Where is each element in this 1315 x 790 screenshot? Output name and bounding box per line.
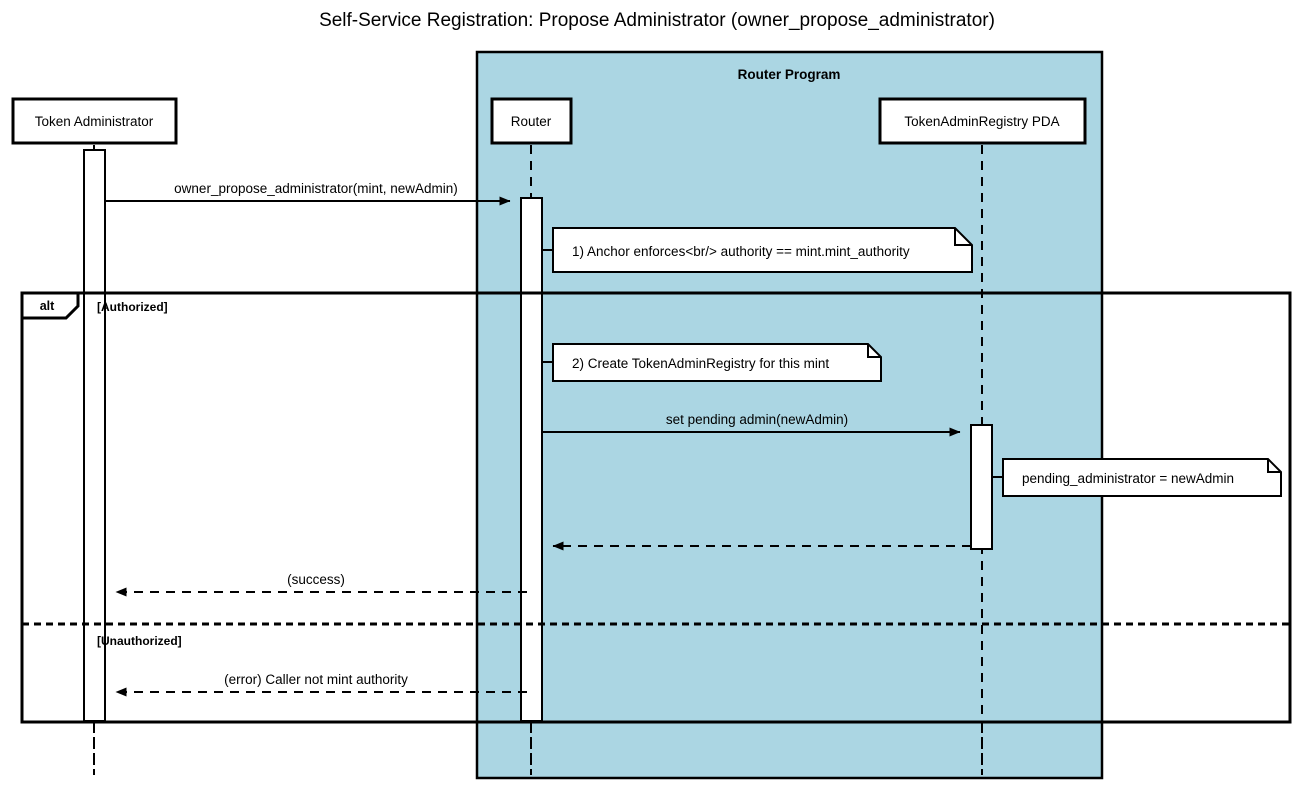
message-set-pending-admin-label: set pending admin(newAdmin) bbox=[666, 412, 848, 427]
message-error-return-label: (error) Caller not mint authority bbox=[224, 672, 408, 687]
fragment-alt-guard-authorized: [Authorized] bbox=[97, 300, 168, 314]
note-create-registry-box bbox=[552, 343, 882, 382]
fragment-alt: alt [Authorized] [Unauthorized] bbox=[20, 291, 1292, 724]
participant-token-admin-registry-pda[interactable]: TokenAdminRegistry PDA bbox=[878, 97, 1087, 145]
fragment-alt-kind-label: alt bbox=[40, 299, 55, 313]
fragment-alt-kind-tab bbox=[20, 291, 80, 320]
group-router-program-box bbox=[475, 50, 1104, 780]
note-create-registry-text: 2) Create TokenAdminRegistry for this mi… bbox=[572, 356, 829, 371]
participant-token-admin-registry-pda-box[interactable] bbox=[878, 97, 1087, 145]
fragment-alt-guard-unauthorized: [Unauthorized] bbox=[97, 634, 182, 648]
note-pending-administrator-box bbox=[1002, 458, 1282, 497]
participant-router-box[interactable] bbox=[490, 97, 573, 145]
group-router-program-label: Router Program bbox=[738, 67, 841, 82]
group-router-program: Router Program bbox=[475, 50, 1104, 780]
note-anchor-enforces-box bbox=[552, 227, 973, 273]
message-owner-propose-administrator-label: owner_propose_administrator(mint, newAdm… bbox=[174, 181, 458, 196]
note-create-registry: 2) Create TokenAdminRegistry for this mi… bbox=[542, 343, 882, 382]
participant-token-administrator-label: Token Administrator bbox=[35, 114, 154, 129]
message-success-return: (success) bbox=[115, 572, 527, 597]
participant-token-admin-registry-pda-label: TokenAdminRegistry PDA bbox=[904, 114, 1059, 129]
message-success-return-label: (success) bbox=[287, 572, 345, 587]
diagram-title: Self-Service Registration: Propose Admin… bbox=[319, 10, 995, 31]
message-owner-propose-administrator: owner_propose_administrator(mint, newAdm… bbox=[105, 181, 511, 206]
note-pending-administrator-fold bbox=[1267, 459, 1281, 473]
message-set-pending-admin: set pending admin(newAdmin) bbox=[542, 412, 961, 437]
activation-token-admin-registry-pda bbox=[970, 424, 993, 550]
participant-token-administrator[interactable]: Token Administrator bbox=[11, 97, 178, 145]
note-anchor-enforces-fold bbox=[954, 228, 972, 246]
note-create-registry-fold bbox=[867, 344, 881, 358]
participant-router[interactable]: Router bbox=[490, 97, 573, 145]
participant-token-administrator-box[interactable] bbox=[11, 97, 178, 145]
activation-router bbox=[520, 197, 543, 722]
note-anchor-enforces-text: 1) Anchor enforces<br/> authority == min… bbox=[572, 244, 910, 259]
message-error-return: (error) Caller not mint authority bbox=[115, 672, 527, 697]
note-pending-administrator: pending_administrator = newAdmin bbox=[992, 458, 1282, 497]
fragment-alt-frame bbox=[20, 291, 1292, 724]
note-anchor-enforces: 1) Anchor enforces<br/> authority == min… bbox=[542, 227, 973, 273]
note-pending-administrator-text: pending_administrator = newAdmin bbox=[1022, 471, 1234, 486]
participant-router-label: Router bbox=[511, 114, 552, 129]
